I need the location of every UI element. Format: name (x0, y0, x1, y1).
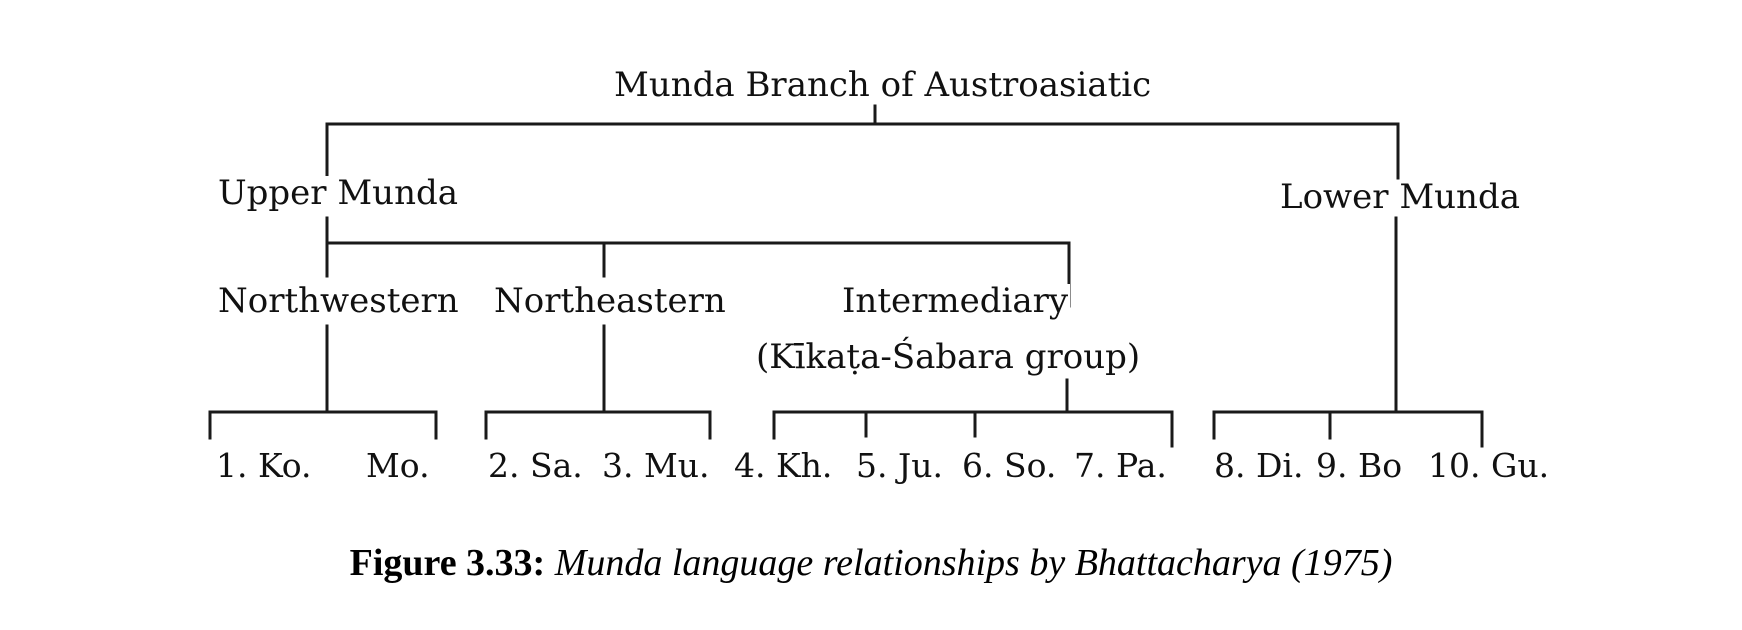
leaf-sa: 2. Sa. (488, 446, 583, 485)
leaf-mu: 3. Mu. (602, 446, 710, 485)
leaf-ko: 1. Ko. (216, 446, 312, 485)
root-node: Munda Branch of Austroasiatic (612, 65, 1154, 105)
intermediary-note: (Kīkaṭa-Śabara group) (754, 337, 1143, 377)
leaf-di: 8. Di. (1214, 446, 1304, 485)
leaf-kh: 4. Kh. (734, 446, 833, 485)
leaf-gu: 10. Gu. (1428, 446, 1550, 485)
leaf-bo: 9. Bo (1316, 446, 1403, 485)
figure-caption: Figure 3.33: Munda language relationship… (0, 544, 1742, 582)
intermediary-node: Intermediary (840, 281, 1071, 321)
northeastern-node: Northeastern (492, 281, 728, 321)
leaf-pa: 7. Pa. (1074, 446, 1167, 485)
leaf-mo: Mo. (366, 446, 430, 485)
leaf-so: 6. So. (962, 446, 1057, 485)
figure-caption-label: Figure 3.33: (349, 542, 546, 584)
leaf-ju: 5. Ju. (856, 446, 943, 485)
figure-caption-text: Munda language relationships by Bhattach… (554, 542, 1393, 584)
northwestern-node: Northwestern (216, 281, 461, 321)
upper-munda-node: Upper Munda (216, 173, 461, 213)
lower-munda-node: Lower Munda (1278, 177, 1522, 217)
